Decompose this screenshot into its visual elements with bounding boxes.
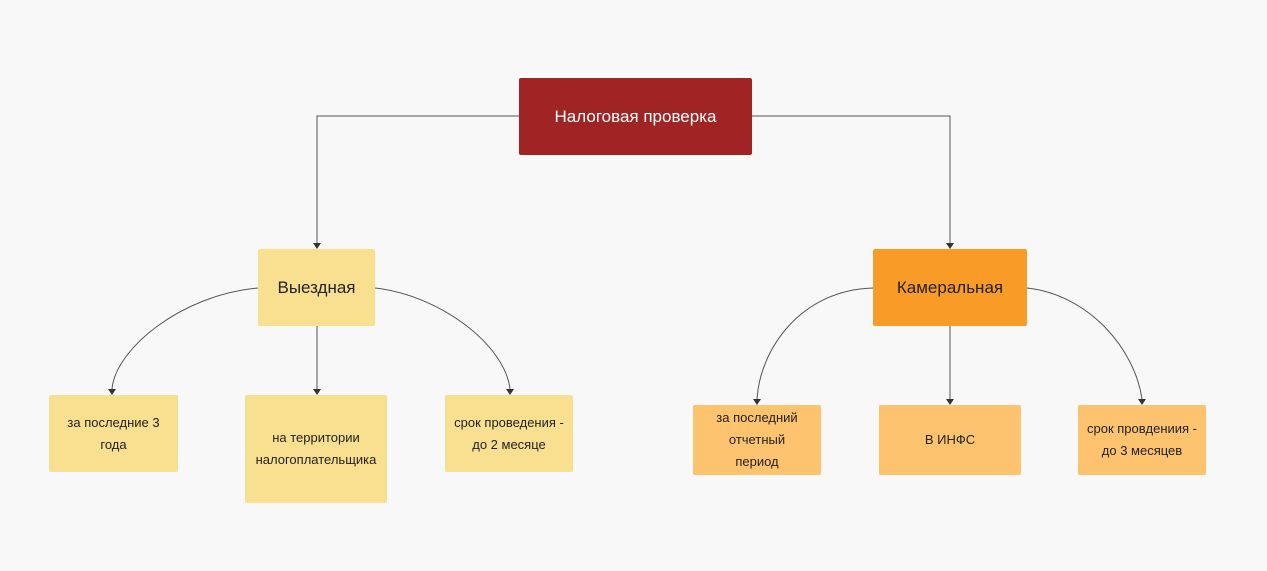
leaf-node[interactable]: за последние 3 года <box>49 395 178 472</box>
arrowhead <box>313 243 321 249</box>
connector-v-1 <box>111 287 259 390</box>
arrowhead <box>313 389 321 395</box>
branch-node-kameralnaya[interactable]: Камеральная <box>873 249 1027 326</box>
connector-root-vyezdnaya <box>316 115 519 243</box>
arrowhead <box>1138 399 1146 405</box>
connector-v-3 <box>374 287 511 390</box>
leaf-node[interactable]: за последний отчетный период <box>693 405 821 475</box>
connector-root-kameralnaya <box>752 115 951 243</box>
leaf-node[interactable]: срок провдениия - до 3 месяцев <box>1078 405 1206 475</box>
arrowhead <box>753 399 761 405</box>
arrowhead <box>946 399 954 405</box>
leaf-node[interactable]: на территории налогоплательщика <box>245 395 387 503</box>
arrowhead <box>946 243 954 249</box>
leaf-node[interactable]: срок проведения - до 2 месяце <box>445 395 573 472</box>
branch-node-vyezdnaya[interactable]: Выездная <box>258 249 375 326</box>
leaf-node[interactable]: В ИНФС <box>879 405 1021 475</box>
connector-k-3 <box>1026 287 1143 400</box>
root-node[interactable]: Налоговая проверка <box>519 78 752 155</box>
arrowhead <box>108 389 116 395</box>
connector-k-1 <box>756 287 874 400</box>
arrowhead <box>506 389 514 395</box>
